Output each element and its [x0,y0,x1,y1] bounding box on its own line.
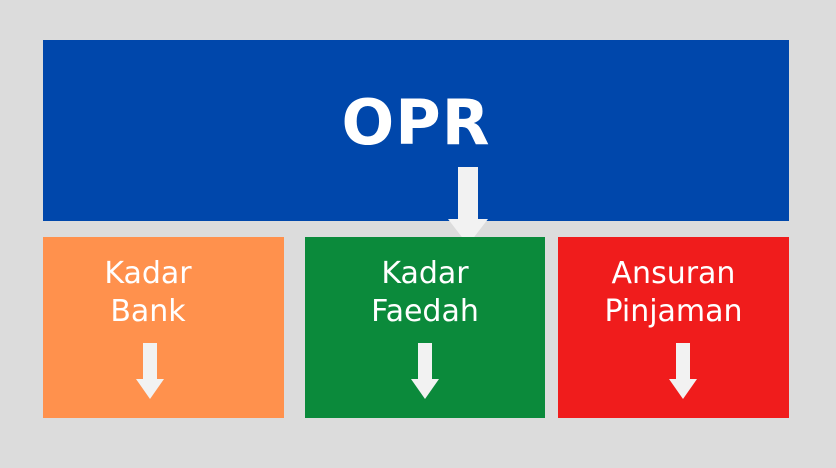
down-arrow-icon [669,343,697,399]
ansuran-pinjaman-box: Ansuran Pinjaman [558,237,789,418]
kadar-bank-box: Kadar Bank [43,237,284,418]
down-arrow-icon [411,343,439,399]
kadar-faedah-label: Kadar Faedah [305,255,545,331]
kadar-faedah-line1: Kadar [381,256,469,291]
opr-box: OPR [43,40,789,245]
down-arrow-icon [136,343,164,399]
ansuran-pinjaman-line1: Ansuran [611,256,736,291]
kadar-bank-line1: Kadar [104,256,192,291]
ansuran-pinjaman-label: Ansuran Pinjaman [558,255,789,331]
ansuran-pinjaman-line2: Pinjaman [604,294,743,329]
kadar-bank-label: Kadar Bank [43,255,253,331]
opr-title: OPR [341,86,491,159]
kadar-faedah-box: Kadar Faedah [305,237,545,418]
kadar-bank-line2: Bank [110,294,186,329]
down-arrow-icon [448,167,488,245]
kadar-faedah-line2: Faedah [371,294,479,329]
